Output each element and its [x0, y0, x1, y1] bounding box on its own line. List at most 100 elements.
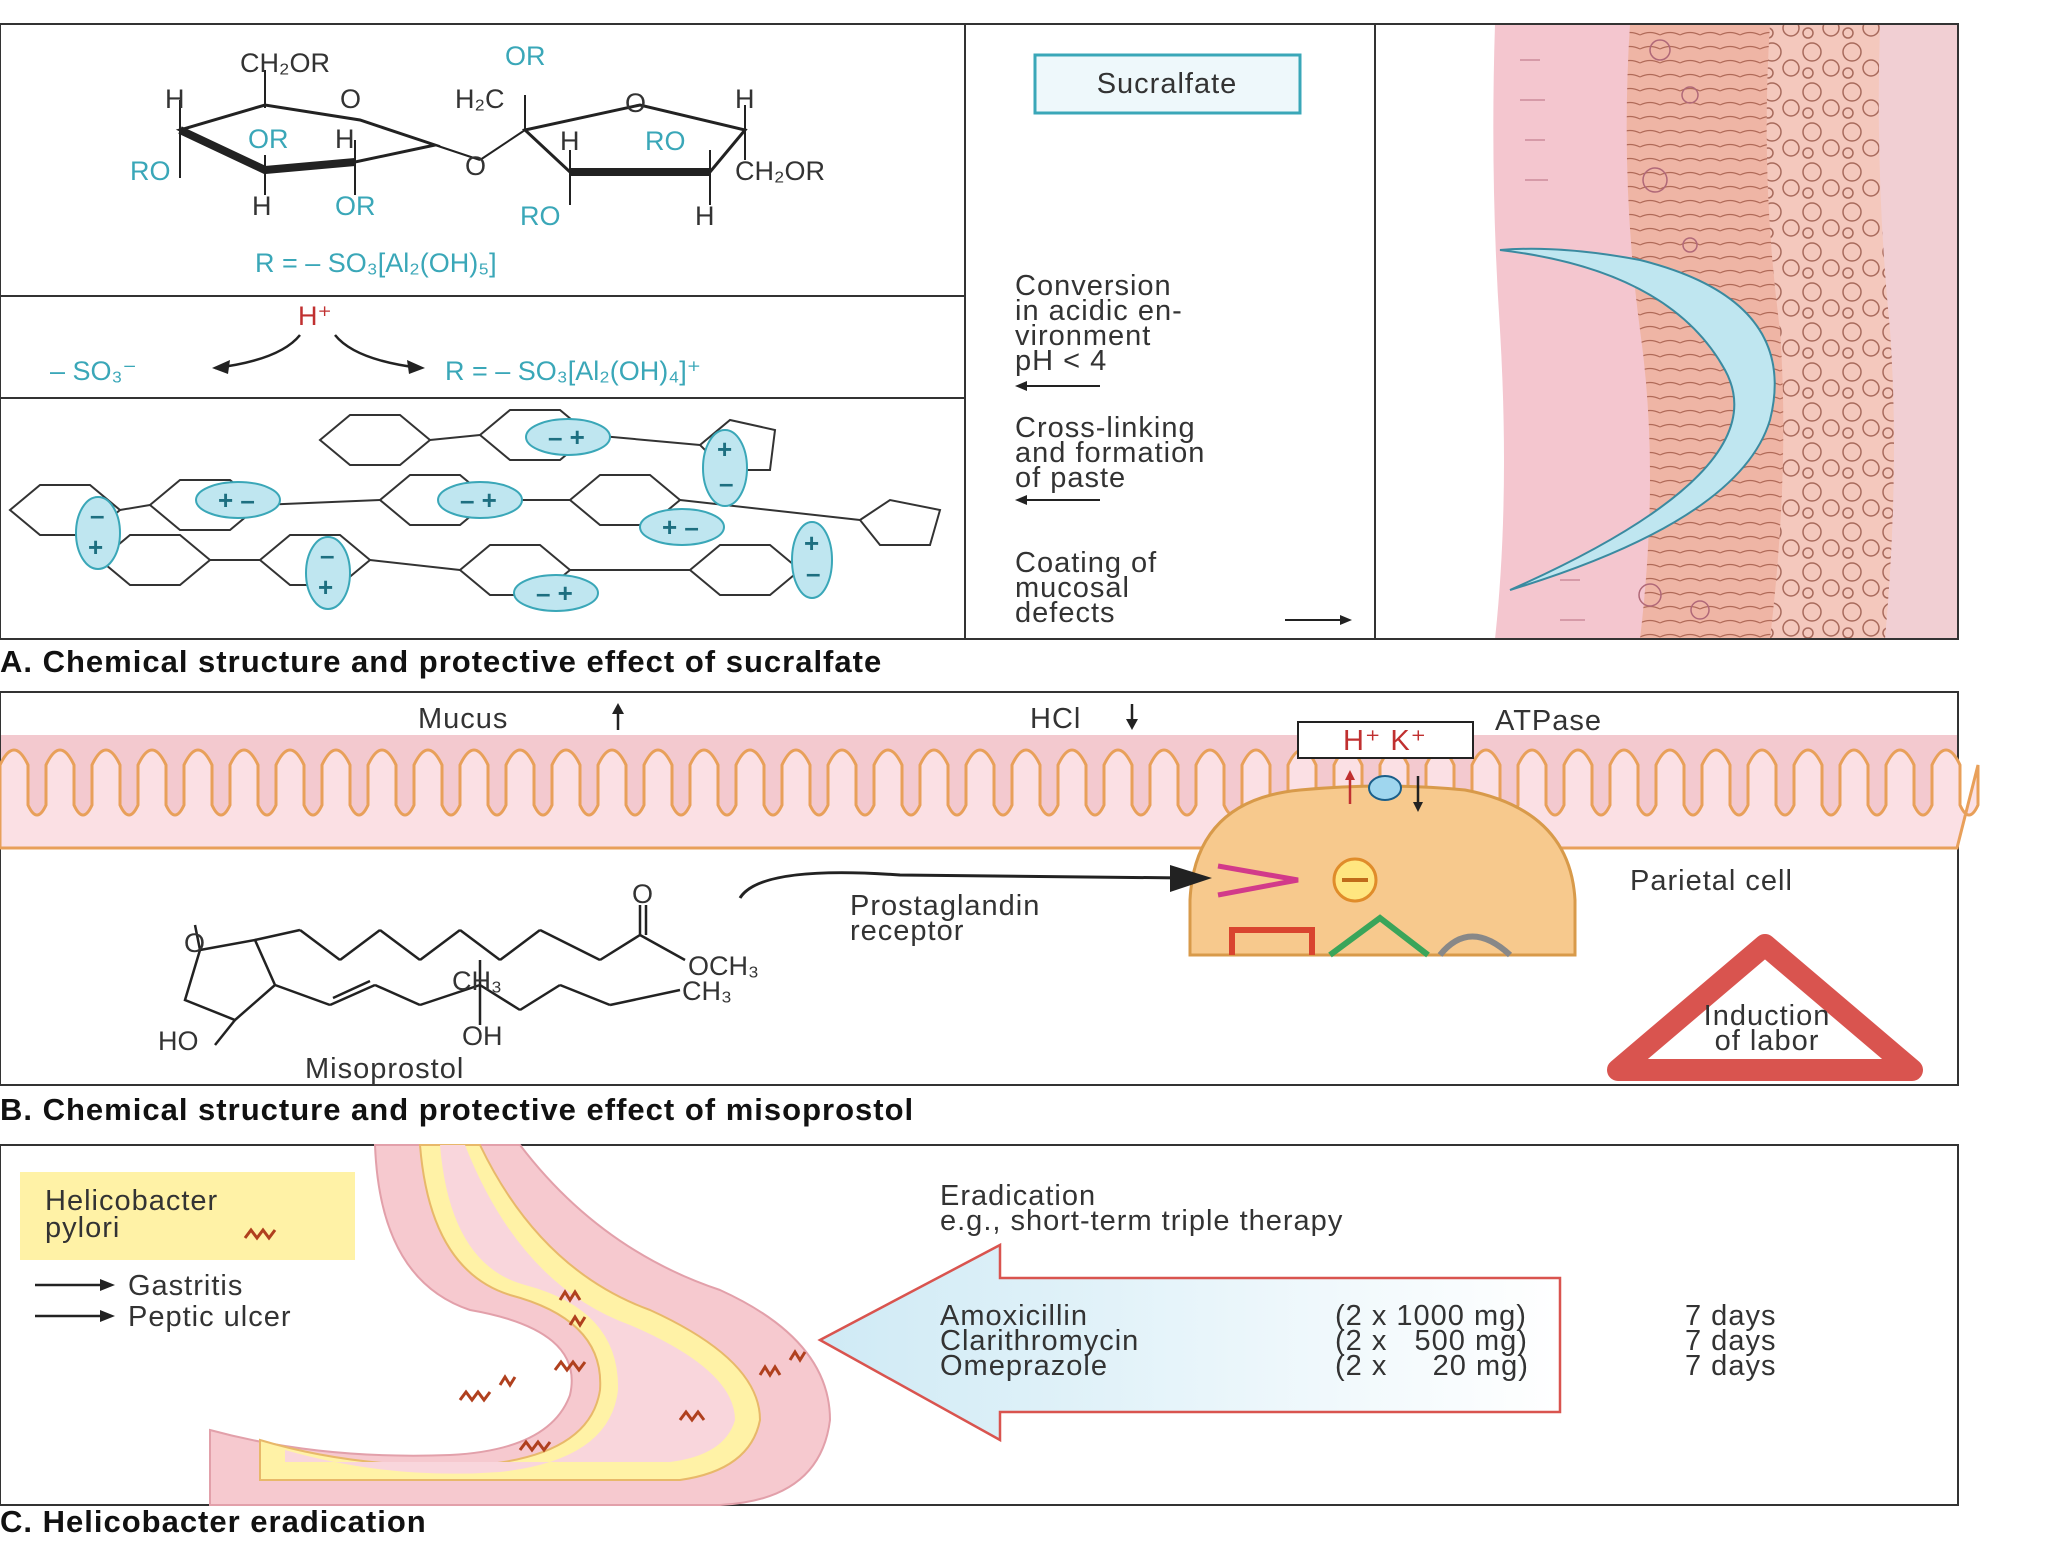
- step1-line4: pH < 4: [1015, 345, 1107, 377]
- caption-c: C. Helicobacter eradication: [0, 1504, 427, 1536]
- svg-text:+: +: [318, 572, 333, 602]
- svg-text:– +: – +: [548, 422, 585, 452]
- r-group-cation: R = – SO₃[Al₂(OH)₄]⁺: [445, 356, 701, 386]
- gastritis-label: Gastritis: [128, 1270, 243, 1302]
- drug-dose: (2 x 20 mg): [1335, 1350, 1529, 1382]
- svg-text:–: –: [806, 558, 820, 588]
- pump-icon: [1368, 775, 1402, 801]
- atom-o-ring2: O: [625, 88, 646, 118]
- warning-triangle-icon: [1607, 934, 1923, 1081]
- drug-dose: (2 x 500 mg): [1335, 1325, 1528, 1357]
- parietal-cell: [1188, 770, 1577, 958]
- atom-h2: H: [335, 124, 355, 154]
- atom-ro: RO: [130, 156, 171, 186]
- reaction-row: H⁺ – SO₃⁻ R = – SO₃[Al₂(OH)₄]⁺: [50, 301, 701, 386]
- hk-box: [1297, 721, 1474, 759]
- step2-line1: Cross-linking: [1015, 412, 1196, 444]
- bacteria: [458, 1289, 807, 1453]
- hk-label: H⁺ K⁺: [1343, 725, 1427, 757]
- step3-line2: mucosal: [1015, 572, 1130, 604]
- h-plus-label: H⁺: [298, 301, 332, 331]
- erad-line1: Eradication: [940, 1180, 1096, 1212]
- atom-ho: HO: [158, 1026, 199, 1056]
- atom-o-ester: O: [632, 879, 653, 909]
- step2-line3: of paste: [1015, 462, 1126, 494]
- atom-oh: OH: [462, 1021, 503, 1051]
- step1-line3: vironment: [1015, 320, 1151, 352]
- atom-h4: H: [735, 84, 755, 114]
- ligand-arrow: [738, 871, 1186, 899]
- mucosa-section: [1374, 23, 1959, 640]
- atom-och3: OCH₃: [688, 951, 759, 981]
- step2-line2: and formation: [1015, 437, 1205, 469]
- step1-line1: Conversion: [1015, 270, 1172, 302]
- sucralfate-box: [1033, 53, 1302, 115]
- drug-name: Omeprazole: [940, 1350, 1108, 1382]
- erad-line2: e.g., short-term triple therapy: [940, 1205, 1343, 1237]
- atom-h5: H: [560, 126, 580, 156]
- atom-h: H: [165, 84, 185, 114]
- step-coating: Coating of mucosal defects: [1015, 547, 1352, 629]
- drug-table: Amoxicillin (2 x 1000 mg) 7 days Clarith…: [940, 1300, 1776, 1382]
- misoprostol-atoms: O O OCH₃ CH₃ CH₃ OH HO Misoprostol: [158, 879, 759, 1085]
- step3-line3: defects: [1015, 597, 1116, 629]
- step3-line1: Coating of: [1015, 547, 1157, 579]
- svg-text:+ –: + –: [218, 485, 255, 515]
- step1-line2: in acidic en-: [1015, 295, 1183, 327]
- atom-ch2or2: CH₂OR: [735, 156, 825, 186]
- svg-text:+: +: [717, 434, 732, 464]
- sucrose-structure: [175, 70, 748, 205]
- step-crosslinking: Cross-linking and formation of paste: [1015, 412, 1205, 505]
- parietal-label: Parietal cell: [1630, 865, 1793, 897]
- villi-line: [0, 748, 1980, 850]
- panel-b: Mucus HCl H⁺ K⁺ ATPase Prostaglandin rec…: [0, 691, 1980, 1127]
- svg-text:+ –: + –: [662, 512, 699, 542]
- panel-a: CH₂OR O H OR H RO H OR O OR H₂C O H H RO…: [0, 23, 1959, 679]
- atom-ch2or: CH₂OR: [240, 48, 330, 78]
- misoprostol-label: Misoprostol: [305, 1053, 464, 1085]
- atpase-label: ATPase: [1495, 705, 1602, 737]
- caption-b: B. Chemical structure and protective eff…: [0, 1092, 914, 1127]
- induction-line2: of labor: [1715, 1025, 1820, 1057]
- hp-line2: pylori: [45, 1212, 120, 1244]
- svg-text:– +: – +: [460, 485, 497, 515]
- atom-ro3: RO: [520, 201, 561, 231]
- svg-text:–: –: [320, 540, 334, 570]
- so3-minus: – SO₃⁻: [50, 356, 137, 386]
- atom-or: OR: [248, 124, 289, 154]
- drug-days: 7 days: [1685, 1300, 1776, 1332]
- atom-or2: OR: [335, 191, 376, 221]
- atom-h6: H: [695, 201, 715, 231]
- drug-row: Clarithromycin (2 x 500 mg) 7 days: [940, 1325, 1776, 1357]
- sucrose-atom-labels: CH₂OR O H OR H RO H OR O OR H₂C O H H RO…: [130, 41, 825, 278]
- drug-name: Clarithromycin: [940, 1325, 1139, 1357]
- mucus-label: Mucus: [418, 703, 508, 735]
- therapy-arrow: [817, 1242, 1562, 1443]
- atom-o-keto: O: [184, 928, 205, 958]
- hcl-label: HCl: [1030, 703, 1081, 735]
- drug-dose: (2 x 1000 mg): [1335, 1300, 1527, 1332]
- atom-h2c: H₂C: [455, 84, 504, 114]
- svg-text:–: –: [719, 468, 733, 498]
- svg-text:+: +: [804, 528, 819, 558]
- hp-line1: Helicobacter: [45, 1185, 218, 1217]
- charge-ellipses: [75, 418, 833, 612]
- stomach: [209, 1144, 832, 1506]
- receptor-shape: [1217, 863, 1299, 898]
- misoprostol-structure: [183, 905, 686, 1046]
- bacterium-icon: [243, 1227, 277, 1241]
- atom-bridge-o: O: [465, 151, 486, 181]
- drug-name: Amoxicillin: [940, 1300, 1088, 1332]
- drug-days: 7 days: [1685, 1325, 1776, 1357]
- svg-text:–: –: [90, 500, 104, 530]
- drug-row: Omeprazole (2 x 20 mg) 7 days: [940, 1350, 1775, 1382]
- svg-text:– +: – +: [536, 578, 573, 608]
- caption-a: A. Chemical structure and protective eff…: [0, 644, 882, 679]
- charge-signs: – + + – – + +– –+ + – +– –+ – +: [88, 422, 820, 608]
- induction-line1: Induction: [1704, 1000, 1831, 1032]
- sucralfate-coating: [1499, 247, 1776, 591]
- receptor-line1: Prostaglandin: [850, 890, 1040, 922]
- ulcer-label: Peptic ulcer: [128, 1301, 292, 1333]
